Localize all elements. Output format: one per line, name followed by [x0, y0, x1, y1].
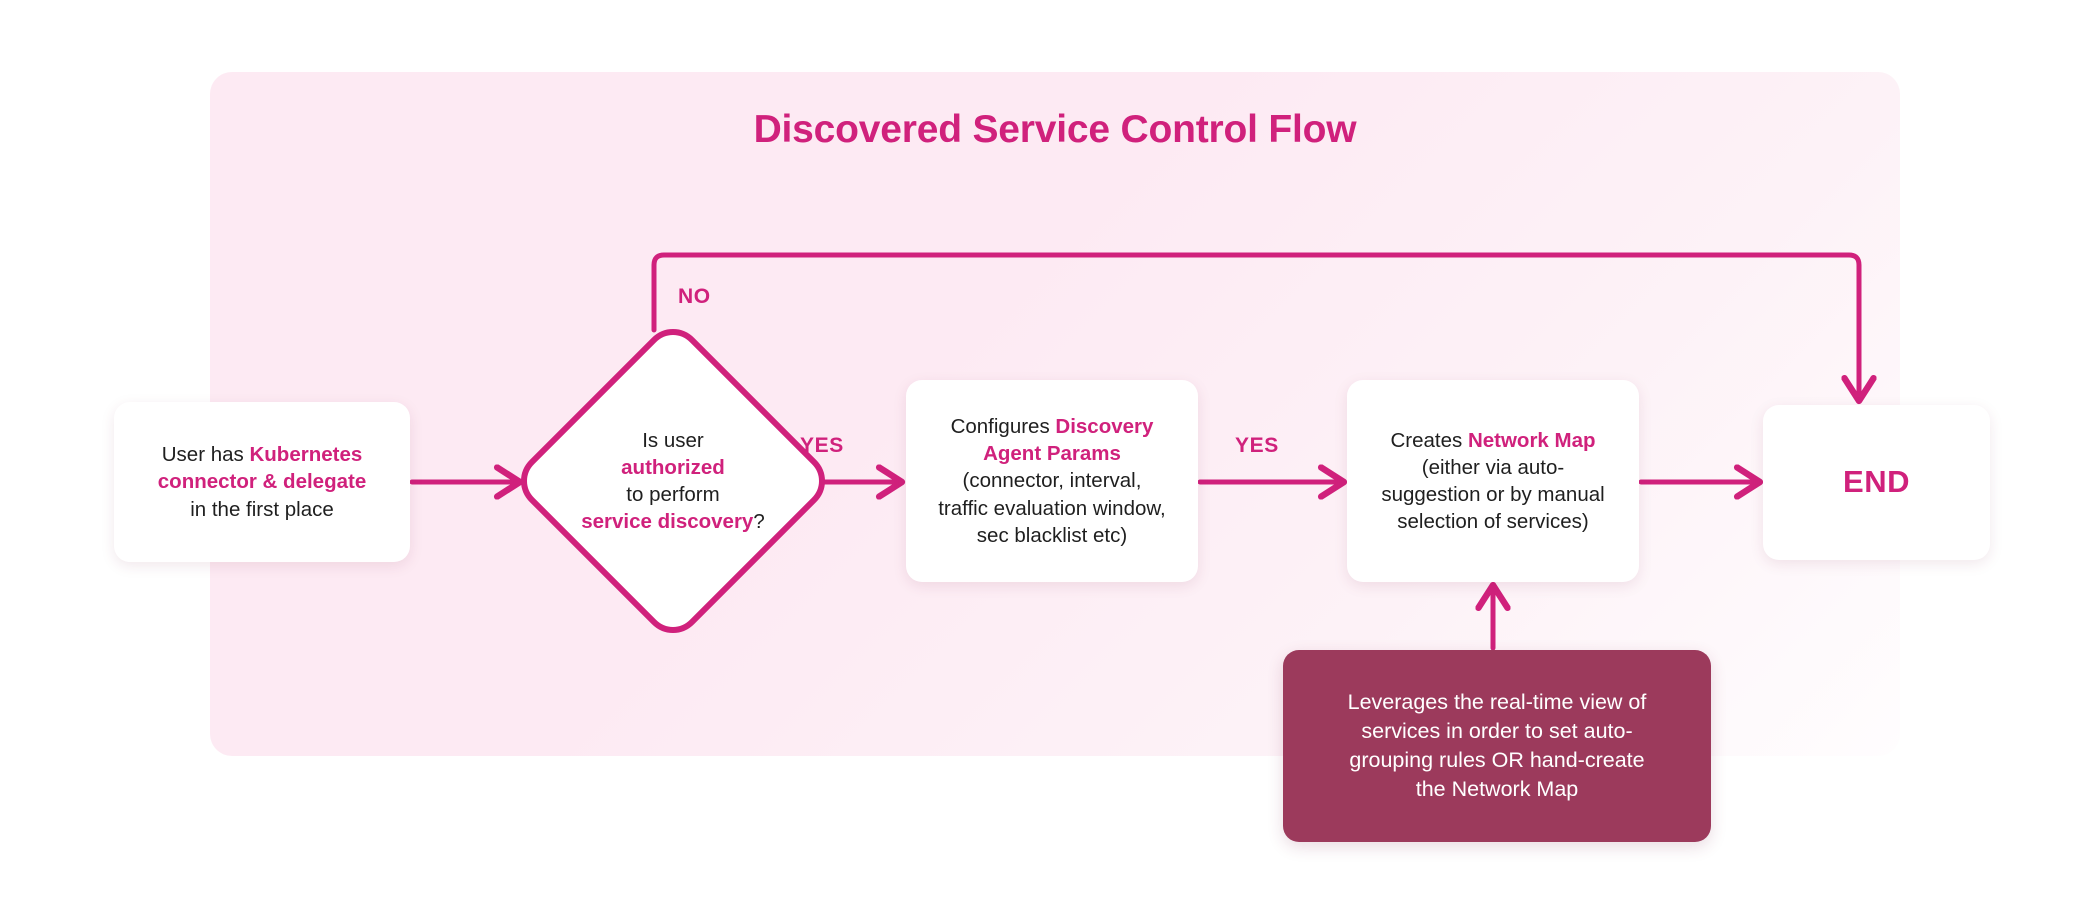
params-line-2-highlight: Agent Params — [983, 442, 1121, 466]
annotation-note-text: Leverages the real-time view of services… — [1330, 688, 1665, 805]
create-network-map-box-text: Creates Network Map (either via auto- su… — [1367, 427, 1618, 535]
decision-line-3-plain: to perform — [626, 483, 720, 506]
configure-params-box[interactable]: Configures Discovery Agent Params (conne… — [906, 380, 1198, 582]
start-box[interactable]: User has Kubernetes connector & delegate… — [114, 402, 410, 562]
start-line-1-plain: User has — [161, 443, 250, 467]
decision-line-4-plain: ? — [753, 510, 765, 534]
map-line-1-highlight: Network Map — [1467, 428, 1596, 452]
params-line-4-plain: traffic evaluation window, — [938, 496, 1166, 520]
map-line-2-plain: (either via auto- — [1421, 455, 1565, 479]
params-line-3-plain: (connector, interval, — [962, 469, 1142, 493]
create-network-map-box[interactable]: Creates Network Map (either via auto- su… — [1347, 380, 1639, 582]
map-line-4-plain: selection of services) — [1397, 510, 1589, 534]
decision-line-1-plain: Is user — [642, 428, 704, 452]
params-line-1-highlight: Discovery — [1055, 415, 1154, 439]
edge-label-yes-left: YES — [800, 434, 844, 457]
map-line-3-plain: suggestion or by manual — [1381, 483, 1605, 506]
note-line-4: the Network Map — [1415, 777, 1579, 802]
decision-line-4-highlight: service discovery — [581, 510, 754, 534]
edge-label-yes-right: YES — [1235, 434, 1279, 457]
start-line-2-highlight: connector & delegate — [157, 470, 367, 494]
configure-params-box-text: Configures Discovery Agent Params (conne… — [924, 413, 1180, 548]
note-line-1: Leverages the real-time view of — [1347, 689, 1647, 714]
start-line-3-plain: in the first place — [190, 497, 334, 521]
edge-label-no: NO — [678, 285, 711, 308]
decision-line-2-highlight: authorized — [621, 455, 725, 479]
start-box-text: User has Kubernetes connector & delegate… — [144, 441, 380, 522]
annotation-note[interactable]: Leverages the real-time view of services… — [1283, 650, 1711, 842]
start-line-1-highlight: Kubernetes — [249, 443, 363, 467]
map-line-1-plain: Creates — [1390, 428, 1468, 452]
params-line-1-plain: Configures — [950, 415, 1056, 439]
params-line-5-plain: sec blacklist etc) — [976, 523, 1128, 547]
end-box-label: END — [1843, 464, 1910, 500]
decision-diamond-text: Is user authorized to perform service di… — [524, 332, 822, 630]
end-box[interactable]: END — [1763, 405, 1990, 560]
note-line-2: services in order to set auto- — [1361, 718, 1633, 743]
note-line-3: grouping rules OR hand-create — [1349, 748, 1645, 772]
decision-diamond[interactable]: Is user authorized to perform service di… — [524, 332, 822, 630]
page-title: Discovered Service Control Flow — [753, 108, 1357, 151]
